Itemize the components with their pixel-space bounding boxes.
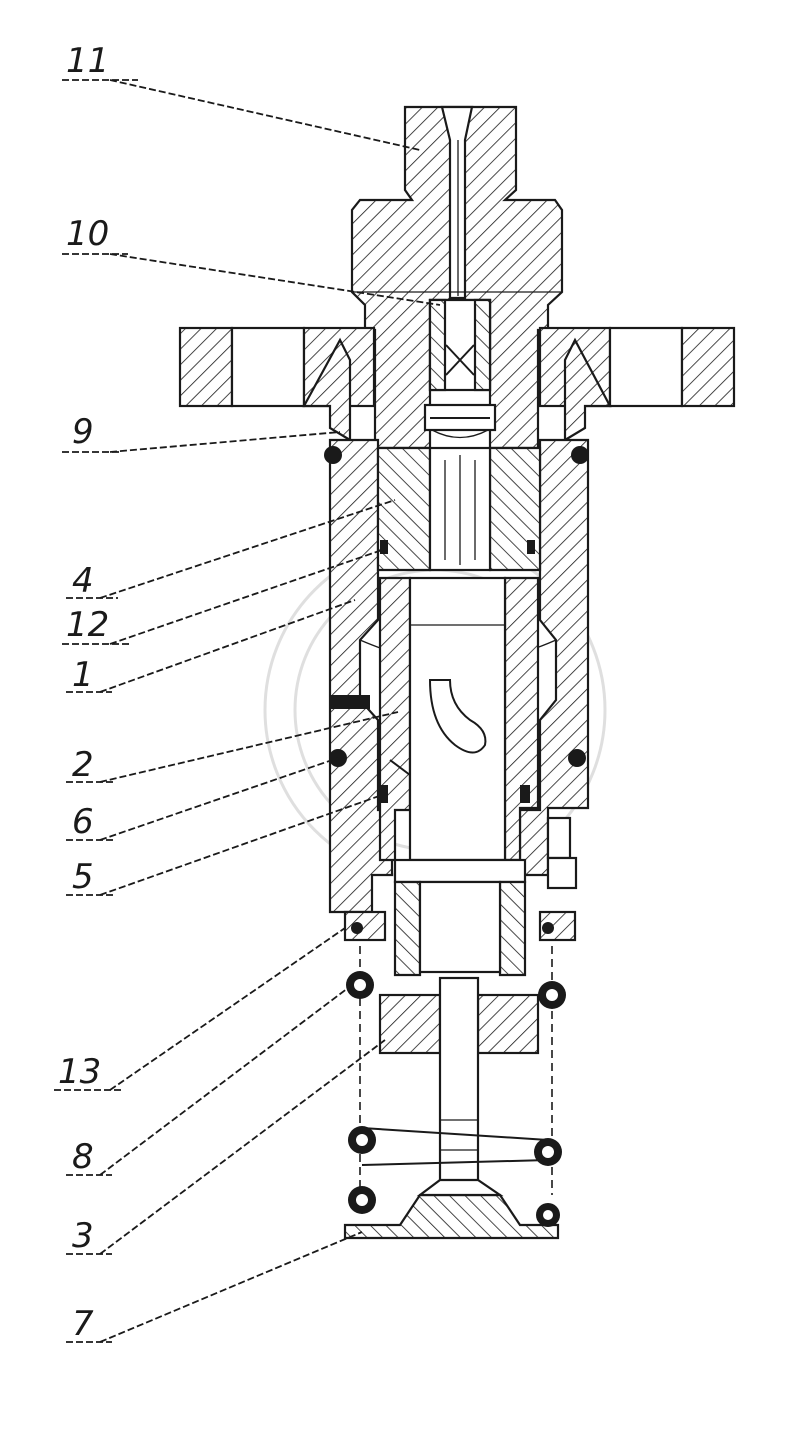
callout-5: 5 — [66, 794, 383, 897]
callout-6: 6 — [66, 757, 339, 842]
callout-3: 3 — [66, 1039, 386, 1256]
svg-text:6: 6 — [72, 802, 94, 842]
fitting-part-11 — [350, 105, 564, 450]
svg-text:3: 3 — [72, 1216, 94, 1256]
callout-13: 13 — [54, 927, 346, 1092]
callout-4: 4 — [66, 499, 396, 601]
callout-9: 9 — [62, 412, 341, 453]
sleeve-part-4 — [376, 446, 542, 572]
plunger-part-2 — [378, 576, 540, 977]
svg-text:8: 8 — [72, 1137, 94, 1177]
guide-pin-part-6 — [330, 695, 411, 776]
svg-text:7: 7 — [72, 1304, 94, 1344]
svg-text:11: 11 — [66, 41, 109, 81]
lower-washer-part-7 — [343, 1178, 560, 1240]
callout-2: 2 — [66, 711, 399, 785]
callout-10: 10 — [62, 214, 441, 306]
callout-7: 7 — [66, 1231, 363, 1344]
svg-text:5: 5 — [72, 857, 94, 897]
svg-text:12: 12 — [66, 605, 109, 645]
return-spring — [359, 920, 553, 1195]
callout-8: 8 — [66, 984, 353, 1177]
svg-text:2: 2 — [72, 745, 94, 785]
svg-text:13: 13 — [58, 1052, 101, 1092]
svg-text:10: 10 — [66, 214, 109, 254]
retainer-part-13 — [343, 816, 578, 942]
callout-11: 11 — [62, 41, 421, 151]
check-valve-part-10 — [423, 298, 497, 439]
flange-plate — [178, 326, 736, 442]
callout-12: 12 — [62, 549, 383, 645]
svg-text:4: 4 — [72, 561, 94, 601]
svg-text:1: 1 — [72, 655, 94, 695]
callout-1: 1 — [66, 599, 356, 695]
svg-text:9: 9 — [72, 412, 94, 452]
